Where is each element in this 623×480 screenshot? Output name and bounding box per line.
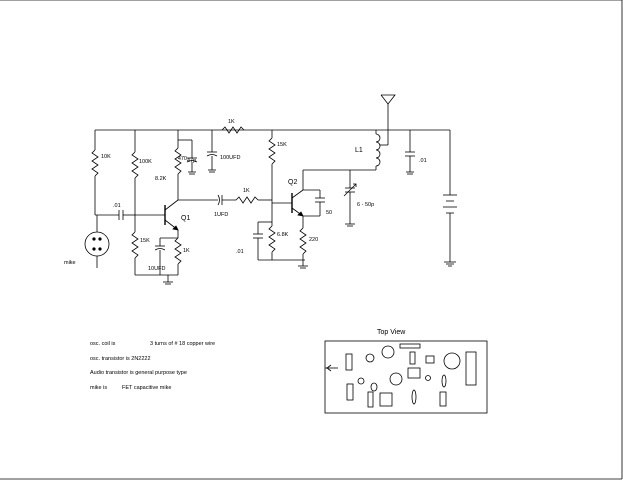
cap-100ufd xyxy=(206,130,218,173)
label-mic: mike xyxy=(64,260,76,266)
label-c-emit: .01 xyxy=(236,249,244,255)
q1-emitter-network xyxy=(154,230,182,285)
cap-47p xyxy=(178,139,198,175)
resistor-100k xyxy=(131,130,139,275)
label-r5: 15K xyxy=(140,238,150,244)
cap-50 xyxy=(303,189,325,217)
resistor-10k xyxy=(91,130,99,215)
label-r1: 10K xyxy=(101,154,111,160)
antenna xyxy=(380,94,396,146)
label-q2: Q2 xyxy=(288,179,297,186)
label-c-1: 1UFD xyxy=(214,212,228,218)
note-coil-label: osc. coil is xyxy=(90,341,116,347)
note-coil-value: 3 turns of # 18 copper wire xyxy=(150,341,216,347)
note-mike-label: mike is xyxy=(90,385,108,391)
cap-variable xyxy=(343,170,357,227)
resistor-220 xyxy=(298,216,308,269)
label-c-out: .01 xyxy=(419,158,427,164)
top-view-title: Top View xyxy=(377,329,406,336)
label-l1: L1 xyxy=(355,147,363,154)
label-r4: 8.2K xyxy=(155,176,167,182)
top-view-board xyxy=(324,340,488,414)
label-r6: 1K xyxy=(183,248,190,254)
cap-emitter xyxy=(253,221,272,260)
transistor-q2 xyxy=(291,189,304,217)
label-r10: 6.8K xyxy=(277,232,289,238)
label-c-10: 10UFD xyxy=(148,266,165,272)
resistor-1k-top xyxy=(221,126,245,134)
inductor-l1 xyxy=(375,130,381,170)
label-r9: 15K xyxy=(277,142,287,148)
resistor-470 xyxy=(174,130,182,200)
resistor-15k-right xyxy=(268,130,276,260)
label-c-47p: 47p xyxy=(187,158,196,164)
cap-1ufd xyxy=(178,194,272,206)
label-c-100: 100UFD xyxy=(220,155,241,161)
cap-mic xyxy=(95,210,135,220)
cap-output xyxy=(405,130,415,175)
label-c-50: 50 xyxy=(326,210,332,216)
microphone xyxy=(84,215,110,268)
label-r7: 1K xyxy=(228,119,235,125)
note-osc-transistor: osc. transistor is 2N2222 xyxy=(90,356,151,362)
note-audio-transistor: Audio transistor is general purpose type xyxy=(90,370,187,376)
label-r8: 1K xyxy=(243,188,250,194)
q2-collector-wire xyxy=(302,169,376,190)
label-r11: 220 xyxy=(309,237,318,243)
transistor-q1 xyxy=(164,199,179,231)
battery xyxy=(443,130,457,267)
note-mike-value: FET capacitive mike xyxy=(122,385,172,391)
label-r2: 100K xyxy=(139,159,152,165)
label-q1: Q1 xyxy=(181,215,190,222)
label-c-mic: .01 xyxy=(113,203,121,209)
label-c-var: 6 - 50p xyxy=(357,202,374,208)
label-r3: 470 xyxy=(178,156,187,162)
